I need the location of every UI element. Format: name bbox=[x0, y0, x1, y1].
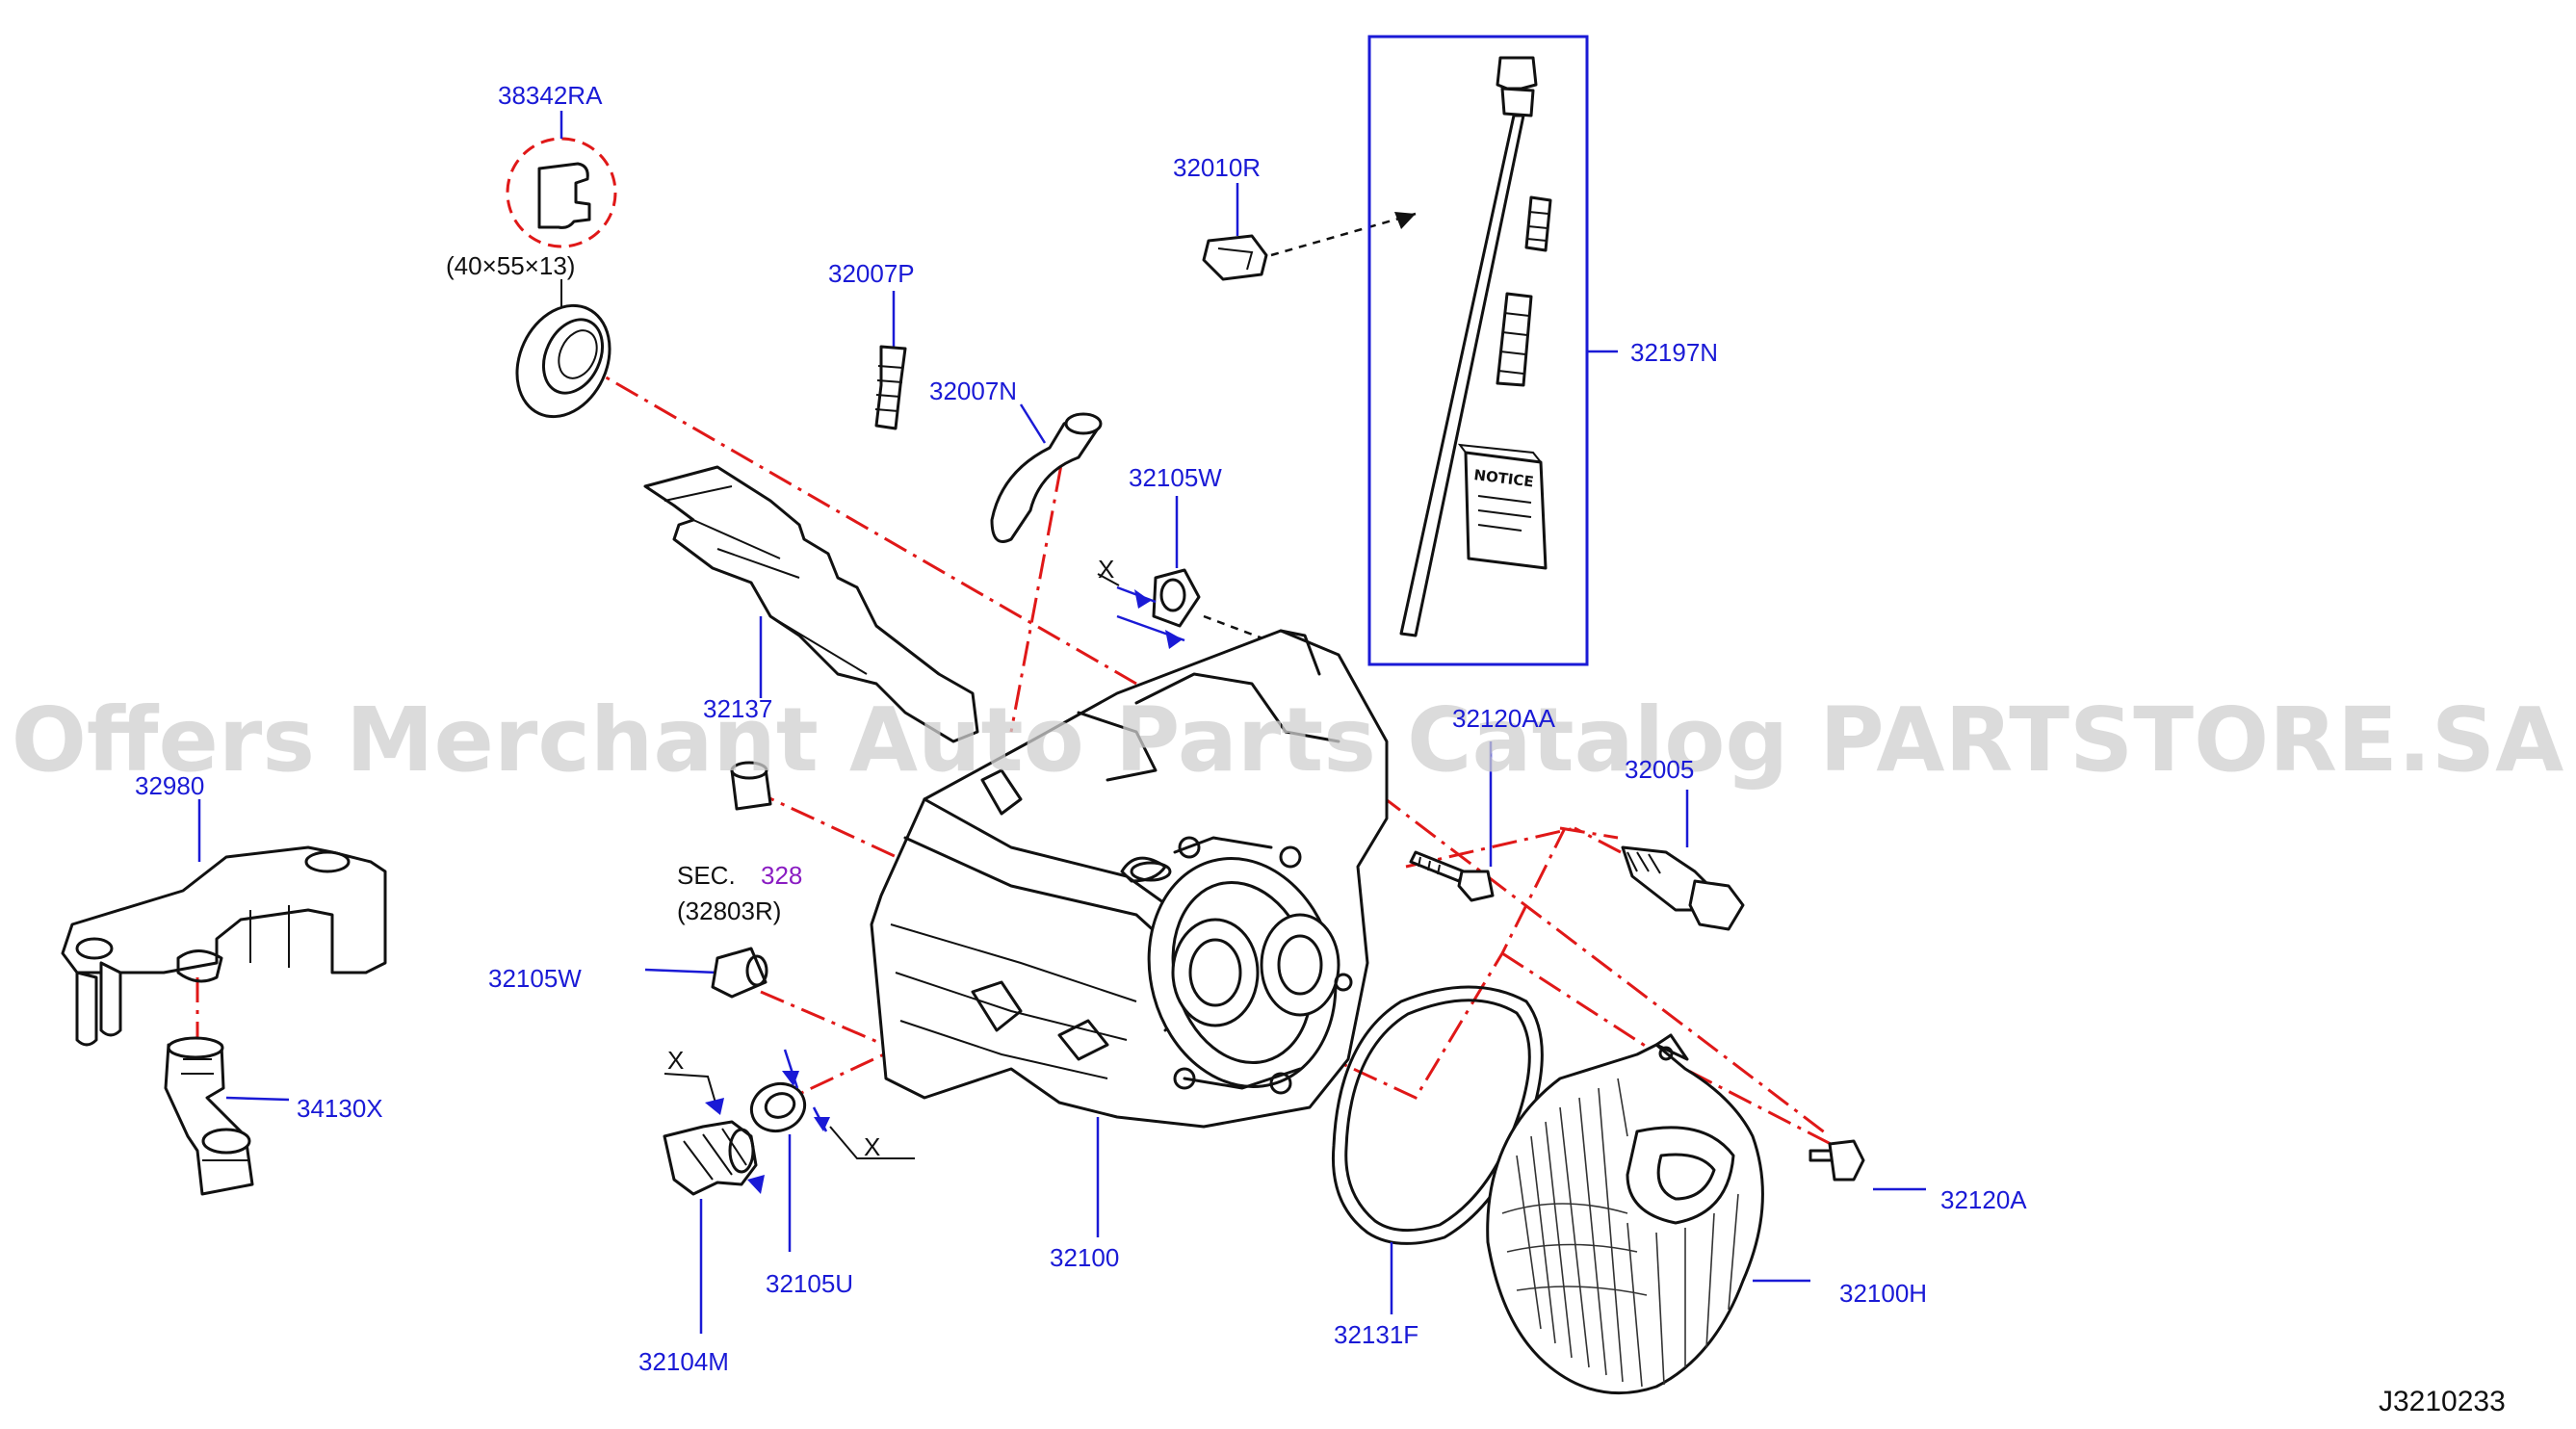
baffle-plate-32137[interactable] bbox=[643, 465, 979, 743]
label-32197n[interactable]: 32197N bbox=[1630, 338, 1718, 367]
bush-32105w-left[interactable] bbox=[644, 947, 768, 999]
dipstick bbox=[1399, 56, 1538, 637]
bolt-32120a[interactable] bbox=[1808, 1139, 1926, 1191]
label-sec-number[interactable]: 328 bbox=[761, 861, 802, 890]
plug-32007p[interactable] bbox=[874, 291, 907, 430]
cover-32100h[interactable] bbox=[1486, 1033, 1810, 1395]
drain-plug-32104m[interactable] bbox=[663, 1073, 765, 1334]
label-32105u[interactable]: 32105U bbox=[766, 1269, 853, 1298]
fitting-large bbox=[1496, 292, 1533, 387]
label-34130x[interactable]: 34130X bbox=[297, 1094, 383, 1123]
fitting-small bbox=[1524, 195, 1552, 252]
label-32980[interactable]: 32980 bbox=[135, 771, 204, 800]
label-32105w-left[interactable]: 32105W bbox=[488, 964, 582, 993]
notice-booklet: NOTICE bbox=[1457, 443, 1548, 570]
bolt-32120aa[interactable] bbox=[1409, 741, 1495, 902]
bush-32105w-top[interactable] bbox=[1097, 496, 1282, 649]
label-32007p[interactable]: 32007P bbox=[828, 259, 915, 288]
label-sec-prefix: SEC. bbox=[677, 861, 736, 890]
label-seal-size: (40×55×13) bbox=[446, 251, 575, 280]
label-32100h[interactable]: 32100H bbox=[1839, 1279, 1927, 1308]
diagram-id: J3210233 bbox=[2379, 1386, 2506, 1417]
label-32105w-top[interactable]: 32105W bbox=[1129, 463, 1222, 492]
label-x-mid: X bbox=[864, 1132, 880, 1161]
label-38342ra[interactable]: 38342RA bbox=[498, 81, 603, 110]
shift-lever-32980[interactable] bbox=[61, 799, 387, 1047]
label-x-left: X bbox=[667, 1046, 684, 1075]
sleeve-sec328[interactable] bbox=[730, 761, 772, 811]
label-32010r[interactable]: 32010R bbox=[1173, 153, 1261, 182]
label-32120a[interactable]: 32120A bbox=[1940, 1185, 2027, 1214]
label-x-top: X bbox=[1098, 555, 1114, 584]
link-34130x[interactable] bbox=[164, 1036, 290, 1196]
label-32100[interactable]: 32100 bbox=[1050, 1243, 1119, 1272]
washer-32105u[interactable] bbox=[744, 1049, 915, 1252]
oil-seal-part[interactable] bbox=[500, 279, 627, 431]
label-32120aa[interactable]: 32120AA bbox=[1452, 704, 1556, 733]
part-labels: 38342RA (40×55×13) 32007P 32007N 32010R … bbox=[135, 81, 2506, 1417]
breather-hose-32007n[interactable] bbox=[990, 403, 1103, 543]
dipstick-kit-box[interactable]: NOTICE bbox=[1367, 35, 1618, 666]
label-32005[interactable]: 32005 bbox=[1625, 755, 1694, 784]
label-32131f[interactable]: 32131F bbox=[1334, 1320, 1418, 1349]
clip-32010r[interactable] bbox=[1202, 183, 1417, 281]
label-32137[interactable]: 32137 bbox=[703, 694, 772, 723]
cover-ribs bbox=[1501, 1078, 1739, 1388]
label-sec-part: (32803R) bbox=[677, 896, 781, 925]
label-32007n[interactable]: 32007N bbox=[929, 377, 1017, 405]
transmission-case-32100[interactable] bbox=[870, 629, 1389, 1237]
label-32104m[interactable]: 32104M bbox=[638, 1347, 729, 1376]
oil-seal-detail[interactable] bbox=[506, 111, 617, 248]
switch-32005[interactable] bbox=[1574, 790, 1745, 931]
watermark: Offers Merchant Auto Parts Catalog PARTS… bbox=[12, 689, 2564, 792]
